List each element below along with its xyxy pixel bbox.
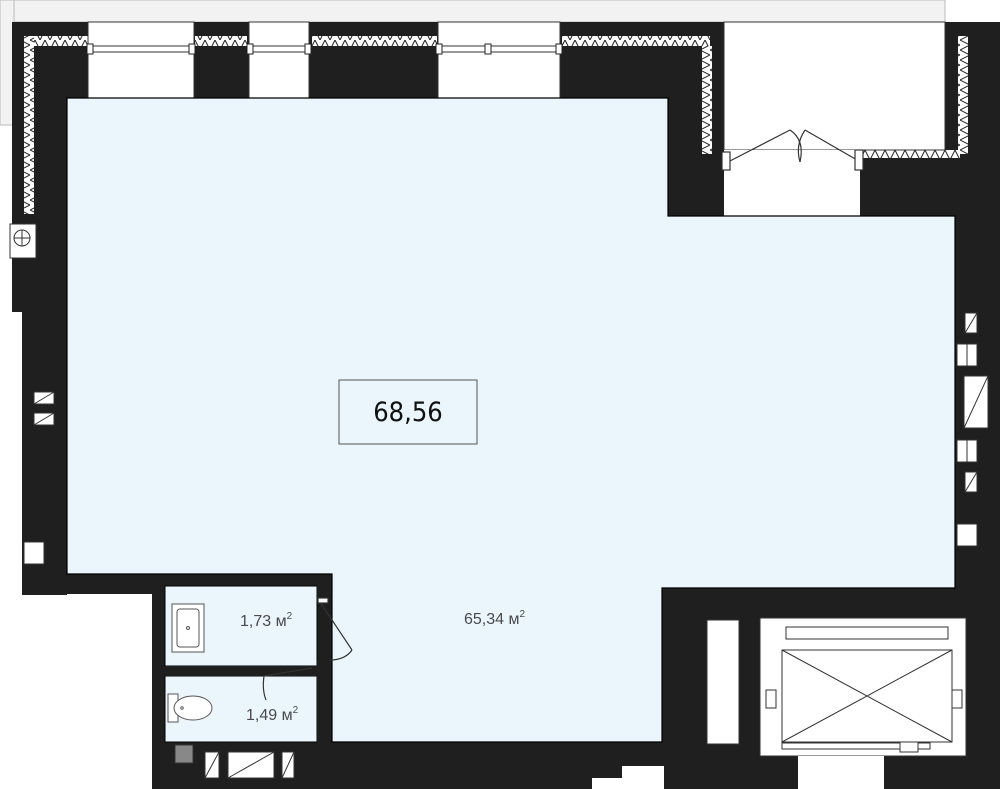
partition xyxy=(317,660,330,742)
total-area-label: 68,56 xyxy=(373,397,443,428)
balcony-area xyxy=(723,21,946,151)
window-frame xyxy=(86,43,563,55)
bathtub-icon xyxy=(171,603,205,653)
shaft-opening xyxy=(706,619,740,745)
insulation-right xyxy=(702,46,712,154)
insulation-top xyxy=(195,36,247,46)
vent-icon xyxy=(956,312,989,547)
bottom-opening xyxy=(622,766,664,789)
insulation-balcony xyxy=(860,150,960,158)
room-area-label-main: 65,34 м2 xyxy=(464,609,526,628)
total-area-box xyxy=(338,379,478,445)
room-area-label-wc: 1,49 м2 xyxy=(246,705,299,724)
insulation-left xyxy=(24,36,34,214)
balcony-passage xyxy=(724,150,860,216)
insulation-top xyxy=(30,36,88,46)
elevator-icon xyxy=(759,617,967,757)
vent-icon xyxy=(23,391,55,565)
toilet-icon xyxy=(167,693,213,723)
terrace-strip xyxy=(0,0,946,23)
terrace-strip-left xyxy=(0,0,15,126)
meter-icon xyxy=(9,223,37,259)
window-icon xyxy=(87,21,561,99)
door-icon xyxy=(721,129,864,171)
insulation-top xyxy=(562,36,710,46)
bottom-opening xyxy=(592,778,622,789)
main-room xyxy=(66,97,956,743)
insulation-top xyxy=(312,36,437,46)
partition xyxy=(165,666,317,676)
bottom-opening xyxy=(798,756,884,789)
door-icon xyxy=(262,597,353,701)
room-area-label-bath: 1,73 м2 xyxy=(240,611,293,630)
vent-icon xyxy=(174,744,295,779)
insulation-right xyxy=(958,36,968,154)
